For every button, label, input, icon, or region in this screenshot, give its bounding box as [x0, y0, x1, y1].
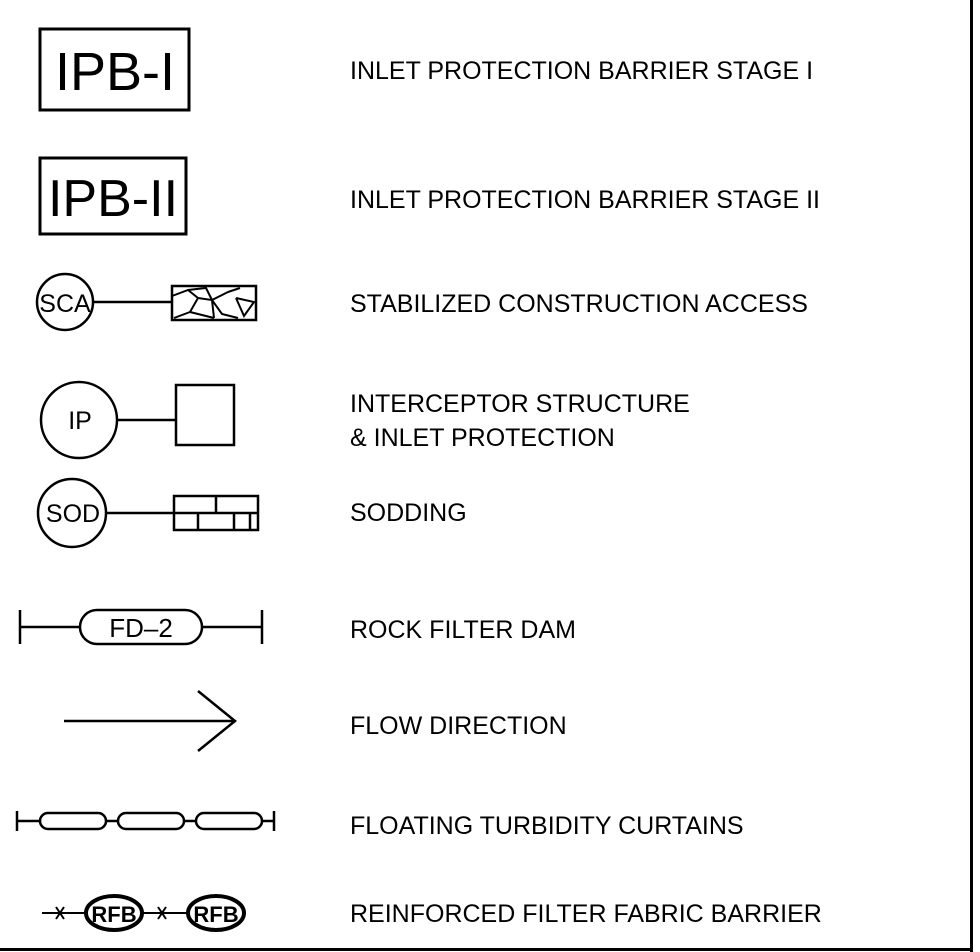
desc-ipb-i: INLET PROTECTION BARRIER STAGE I — [350, 57, 814, 85]
sod-symbol-label: SOD — [46, 500, 100, 528]
turbidity-curtain-symbol — [15, 811, 276, 831]
rfb-symbol-label-2: RFB — [193, 902, 238, 927]
ipb-i-symbol-label: IPB-I — [55, 42, 175, 102]
desc-sod: SODDING — [350, 499, 467, 527]
desc-flow-direction: FLOW DIRECTION — [350, 712, 567, 740]
rfb-symbol-label-1: RFB — [91, 902, 136, 927]
desc-turbidity-curtains: FLOATING TURBIDITY CURTAINS — [350, 812, 744, 840]
frame-border-right — [970, 0, 973, 952]
desc-rfb: REINFORCED FILTER FABRIC BARRIER — [350, 900, 822, 928]
desc-fd-2: ROCK FILTER DAM — [350, 616, 576, 644]
ipb-ii-symbol-label: IPB-II — [48, 170, 178, 228]
rfb-symbol: RFB RFB — [42, 894, 246, 932]
ipb-ii-symbol: IPB-II — [38, 156, 188, 236]
desc-ipb-ii: INLET PROTECTION BARRIER STAGE II — [350, 186, 820, 214]
fd-2-symbol-label: FD–2 — [109, 613, 173, 643]
sca-symbol-label: SCA — [39, 290, 91, 318]
desc-ip-line2: & INLET PROTECTION — [350, 424, 615, 452]
desc-sca: STABILIZED CONSTRUCTION ACCESS — [350, 290, 808, 318]
frame-border-bottom — [0, 948, 973, 951]
flow-direction-arrow-icon — [64, 690, 237, 752]
ipb-i-symbol: IPB-I — [38, 27, 191, 112]
sca-symbol: SCA — [35, 272, 258, 332]
ip-symbol-label: IP — [68, 407, 92, 435]
fd-2-symbol: FD–2 — [18, 608, 264, 646]
ip-symbol: IP — [39, 380, 236, 460]
desc-ip-line1: INTERCEPTOR STRUCTURE — [350, 390, 690, 418]
sod-symbol: SOD — [36, 477, 260, 549]
